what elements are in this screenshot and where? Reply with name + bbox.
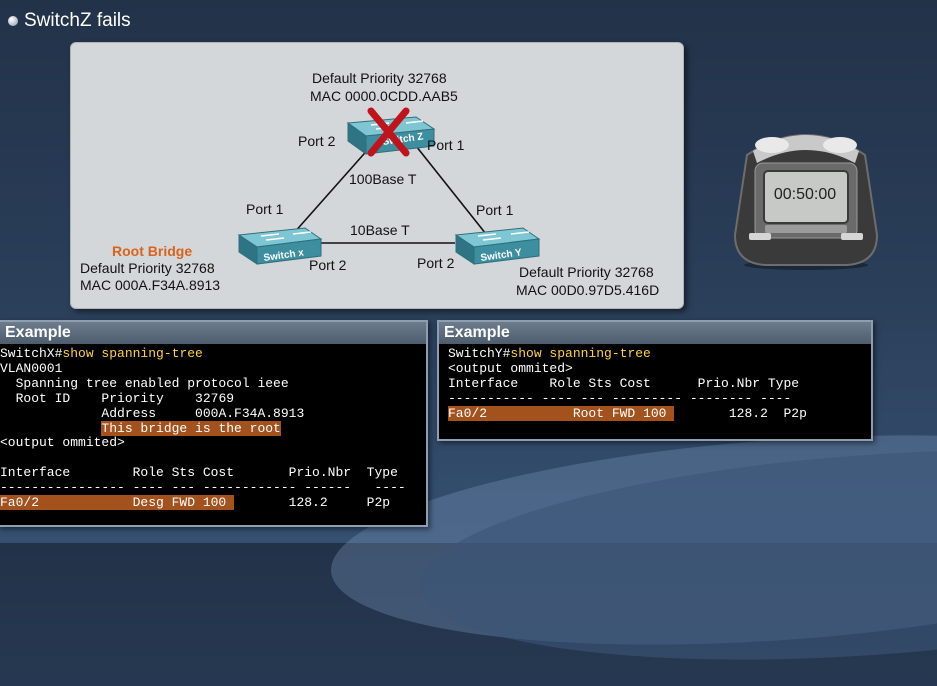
example-panel-right-header: Example — [439, 322, 871, 344]
link-z-speed: 100Base T — [349, 171, 417, 187]
table-rule: ---------------- ---- --- ------------ -… — [0, 480, 406, 496]
switch-y-icon: Switch Y — [454, 227, 541, 265]
topology-svg: Switch Z Switch x Switch Y — [237, 107, 541, 265]
switch-x-priority: Default Priority 32768 — [80, 260, 215, 276]
line-address-prefix: Address — [0, 405, 196, 421]
switch-x-icon: Switch x — [237, 227, 323, 265]
switch-x-mac: MAC 000A.F34A.8913 — [80, 277, 221, 293]
topology-diagram: Switch Z Switch x Switch Y Default Prior… — [70, 42, 684, 309]
table-header: Interface Role Sts Cost Prio.Nbr Type — [448, 375, 800, 391]
bullet-icon — [8, 16, 18, 26]
switch-x-port2-label: Port 2 — [309, 257, 347, 273]
line-protocol: Spanning tree enabled protocol ieee — [0, 375, 289, 391]
command: show spanning-tree — [62, 346, 203, 361]
line-root-prefix: Root ID Priority — [0, 390, 196, 406]
fail-x-icon — [367, 107, 410, 157]
table-header: Interface Role Sts Cost Prio.Nbr Type — [0, 465, 398, 481]
switch-z-port2-label: Port 2 — [298, 133, 336, 149]
terminal-output-right: SwitchY#show spanning-tree <output ommit… — [439, 344, 871, 422]
prompt: SwitchX# — [0, 346, 63, 361]
example-panel-left-header: Example — [0, 322, 426, 344]
switch-z-priority: Default Priority 32768 — [312, 70, 447, 86]
terminal-output-left: SwitchX#show spanning-tree VLAN0001 Span… — [0, 344, 426, 511]
timer-clock-icon — [733, 134, 879, 270]
table-row-highlight: Fa0/2 Root FWD 100 — [448, 405, 675, 421]
root-bridge-note: This bridge is the root — [101, 420, 281, 436]
switch-y-priority: Default Priority 32768 — [519, 264, 654, 280]
link-z-x — [292, 145, 372, 235]
root-bridge-label: Root Bridge — [112, 243, 193, 259]
example-panel-left: Example SwitchX#show spanning-tree VLAN0… — [0, 320, 428, 527]
switch-z-mac: MAC 0000.0CDD.AAB5 — [310, 88, 458, 104]
link-z-y — [415, 145, 487, 235]
table-row-rest: 128.2 P2p — [674, 405, 807, 421]
switch-x-port1-label: Port 1 — [246, 201, 284, 217]
table-row-highlight: Fa0/2 Desg FWD 100 — [0, 495, 235, 511]
switch-z-port1-label: Port 1 — [427, 137, 465, 153]
clock-time: 00:50:00 — [773, 186, 837, 203]
line-vlan: VLAN0001 — [0, 360, 63, 376]
example-panel-right: Example SwitchY#show spanning-tree <outp… — [437, 320, 873, 441]
root-priority-value: 32769 — [195, 390, 235, 406]
link-xy-speed: 10Base T — [350, 222, 410, 238]
prompt: SwitchY# — [448, 346, 511, 361]
root-address-value: 000A.F34A.8913 — [195, 405, 305, 421]
switch-y-port2-label: Port 2 — [417, 255, 455, 271]
table-row-rest: 128.2 P2p — [234, 495, 391, 511]
slide-title: SwitchZ fails — [8, 10, 131, 32]
command: show spanning-tree — [510, 346, 651, 361]
switch-y-port1-label: Port 1 — [476, 202, 514, 218]
line-omitted: <output ommited> — [448, 360, 573, 376]
line-omitted: <output ommited> — [0, 435, 125, 451]
switch-y-mac: MAC 00D0.97D5.416D — [516, 282, 660, 298]
slide-title-text: SwitchZ fails — [24, 10, 131, 31]
line-bridge-indent — [0, 421, 101, 436]
table-rule: ----------- ---- --- --------- -------- … — [448, 390, 792, 406]
